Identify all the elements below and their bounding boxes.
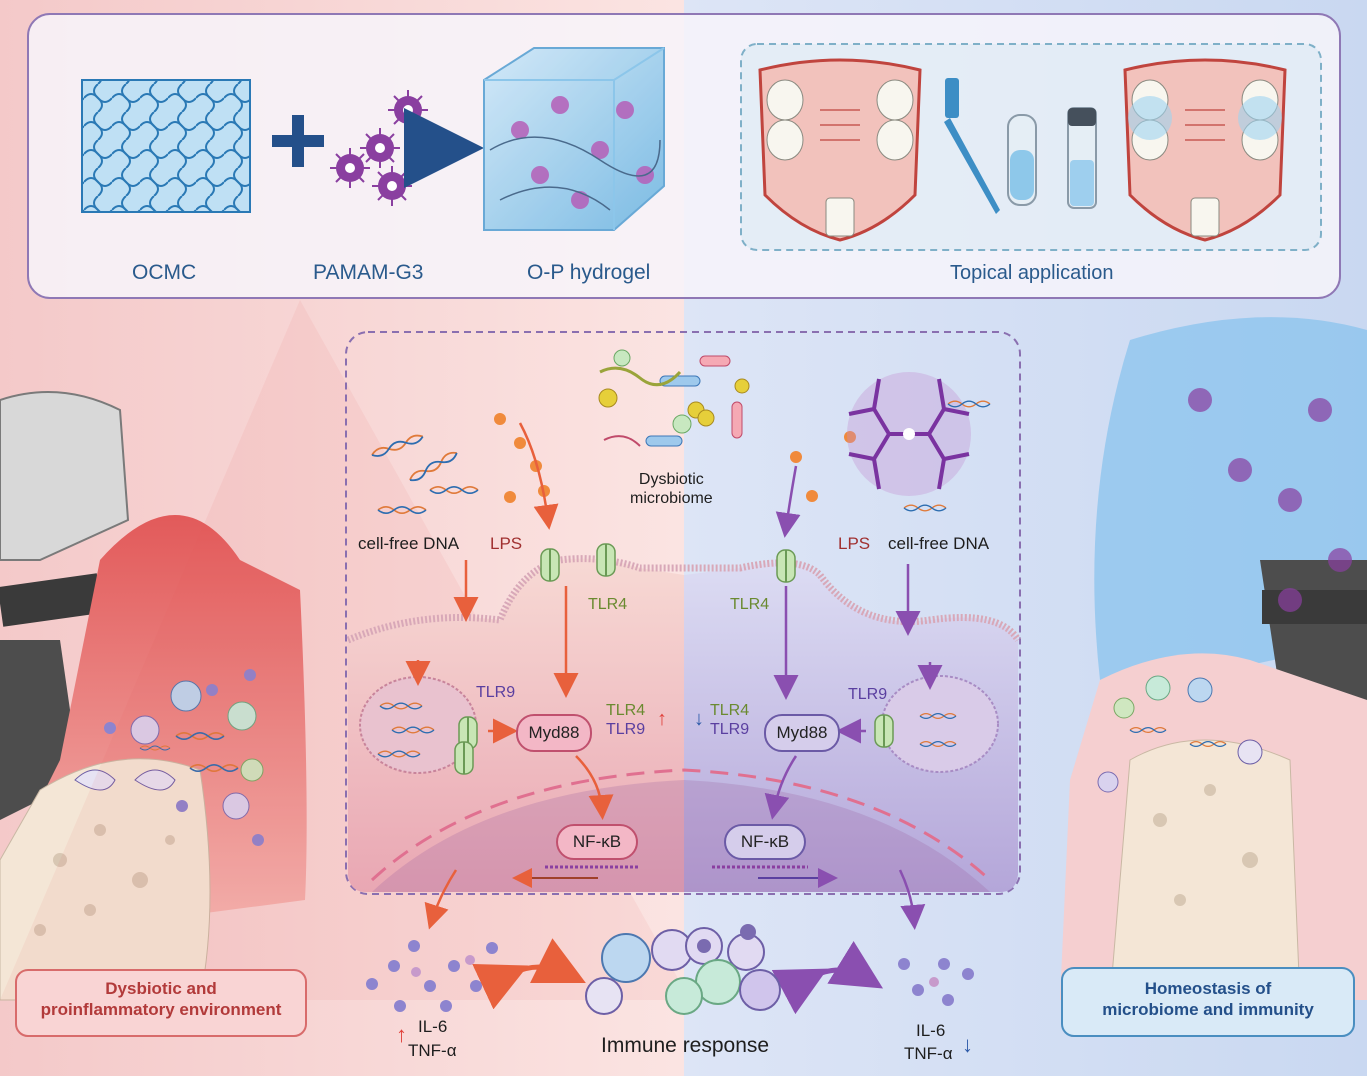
myd88-left: Myd88 xyxy=(516,714,592,752)
microbiome-label: Dysbiotic microbiome xyxy=(630,470,713,508)
tlr4-down-label: TLR4 xyxy=(710,702,750,719)
il6-left-label: IL-6 xyxy=(418,1017,448,1036)
tlr4-right-label: TLR4 xyxy=(730,596,770,613)
hydrogel-label: O-P hydrogel xyxy=(527,261,651,284)
lps-right-label: LPS xyxy=(838,534,871,553)
nfkb-right: NF-κB xyxy=(724,824,806,860)
dysbiotic-title-line2: proinflammatory environment xyxy=(40,1000,282,1020)
il6-right-label: IL-6 xyxy=(916,1021,946,1040)
topical-application-label: Topical application xyxy=(950,262,1114,284)
up-arrow-icon: ↑ xyxy=(657,708,667,730)
ocmc-label: OCMC xyxy=(132,261,197,284)
tnf-left-label: TNF-α xyxy=(408,1041,457,1060)
homeostasis-title-line1: Homeostasis of xyxy=(1144,979,1272,998)
microbiome-label-line1: Dysbiotic xyxy=(638,471,704,488)
myd88-right: Myd88 xyxy=(764,714,840,752)
tlr4-up-label: TLR4 xyxy=(606,702,646,719)
tnf-right-label: TNF-α xyxy=(904,1044,953,1063)
dysbiotic-title-line1: Dysbiotic and xyxy=(105,979,217,998)
tlr9-up-label: TLR9 xyxy=(606,721,646,738)
microbiome-label-line2: microbiome xyxy=(630,490,713,508)
tlr9-left-label: TLR9 xyxy=(476,684,516,701)
tlr9-right-label: TLR9 xyxy=(848,686,888,703)
tlr9-down-label: TLR9 xyxy=(710,721,750,738)
cytokine-down-arrow-icon: ↓ xyxy=(962,1032,973,1057)
homeostasis-title-line2: microbiome and immunity xyxy=(1102,1000,1314,1020)
cytokine-up-arrow-icon: ↑ xyxy=(396,1022,407,1047)
lps-left-label: LPS xyxy=(490,534,523,553)
down-arrow-icon: ↓ xyxy=(694,708,704,730)
cfdna-right-label: cell-free DNA xyxy=(888,534,990,553)
dysbiotic-box-title: Dysbiotic and proinflammatory environmen… xyxy=(16,978,306,1021)
pamam-label: PAMAM-G3 xyxy=(313,261,424,284)
tlr4-left-label: TLR4 xyxy=(588,596,628,613)
cfdna-left-label: cell-free DNA xyxy=(358,534,460,553)
immune-response-label: Immune response xyxy=(601,1034,770,1057)
homeostasis-box-title: Homeostasis of microbiome and immunity xyxy=(1062,978,1354,1021)
nfkb-left: NF-κB xyxy=(556,824,638,860)
